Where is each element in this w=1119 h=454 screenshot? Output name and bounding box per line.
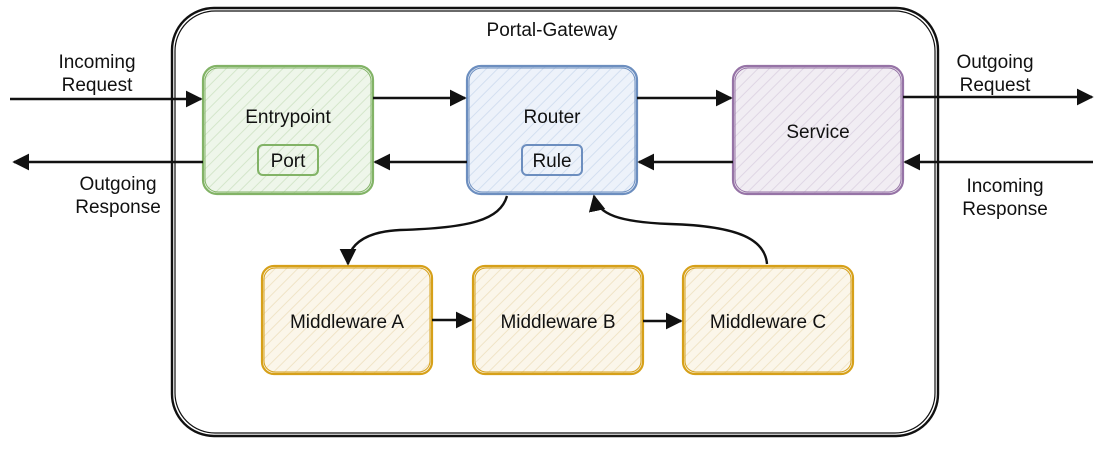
gateway-title: Portal-Gateway: [487, 20, 618, 41]
port-label: Port: [271, 151, 307, 172]
outgoing-response-line-2: Response: [75, 197, 161, 218]
outgoing-response-line-1: Outgoing: [79, 174, 156, 195]
incoming-request-line-2: Request: [62, 75, 133, 96]
middleware-b-node: Middleware B: [471, 264, 645, 376]
router-node: Router Rule: [465, 64, 639, 196]
middleware-b-label: Middleware B: [500, 312, 615, 333]
connectors: [10, 88, 1094, 330]
rule-label: Rule: [532, 151, 571, 172]
arrow-router-to-middleware-a: [339, 195, 509, 266]
arrow-middleware-c-to-router: [588, 194, 769, 265]
middleware-c-label: Middleware C: [710, 312, 826, 333]
middleware-a-label: Middleware A: [290, 312, 404, 333]
router-label: Router: [523, 107, 581, 128]
middleware-a-node: Middleware A: [260, 264, 434, 376]
port-box: [257, 144, 319, 176]
service-node: Service: [731, 64, 905, 196]
entrypoint-node: Entrypoint Port: [201, 64, 375, 196]
incoming-request-line-1: Incoming: [58, 52, 135, 73]
incoming-response-line-1: Incoming: [966, 176, 1043, 197]
incoming-response-line-2: Response: [962, 199, 1048, 220]
outgoing-request-line-2: Request: [960, 75, 1031, 96]
middleware-c-node: Middleware C: [681, 264, 855, 376]
entrypoint-label: Entrypoint: [245, 107, 331, 128]
outgoing-request-line-1: Outgoing: [956, 52, 1033, 73]
rule-box: [521, 144, 583, 176]
service-label: Service: [786, 122, 849, 143]
